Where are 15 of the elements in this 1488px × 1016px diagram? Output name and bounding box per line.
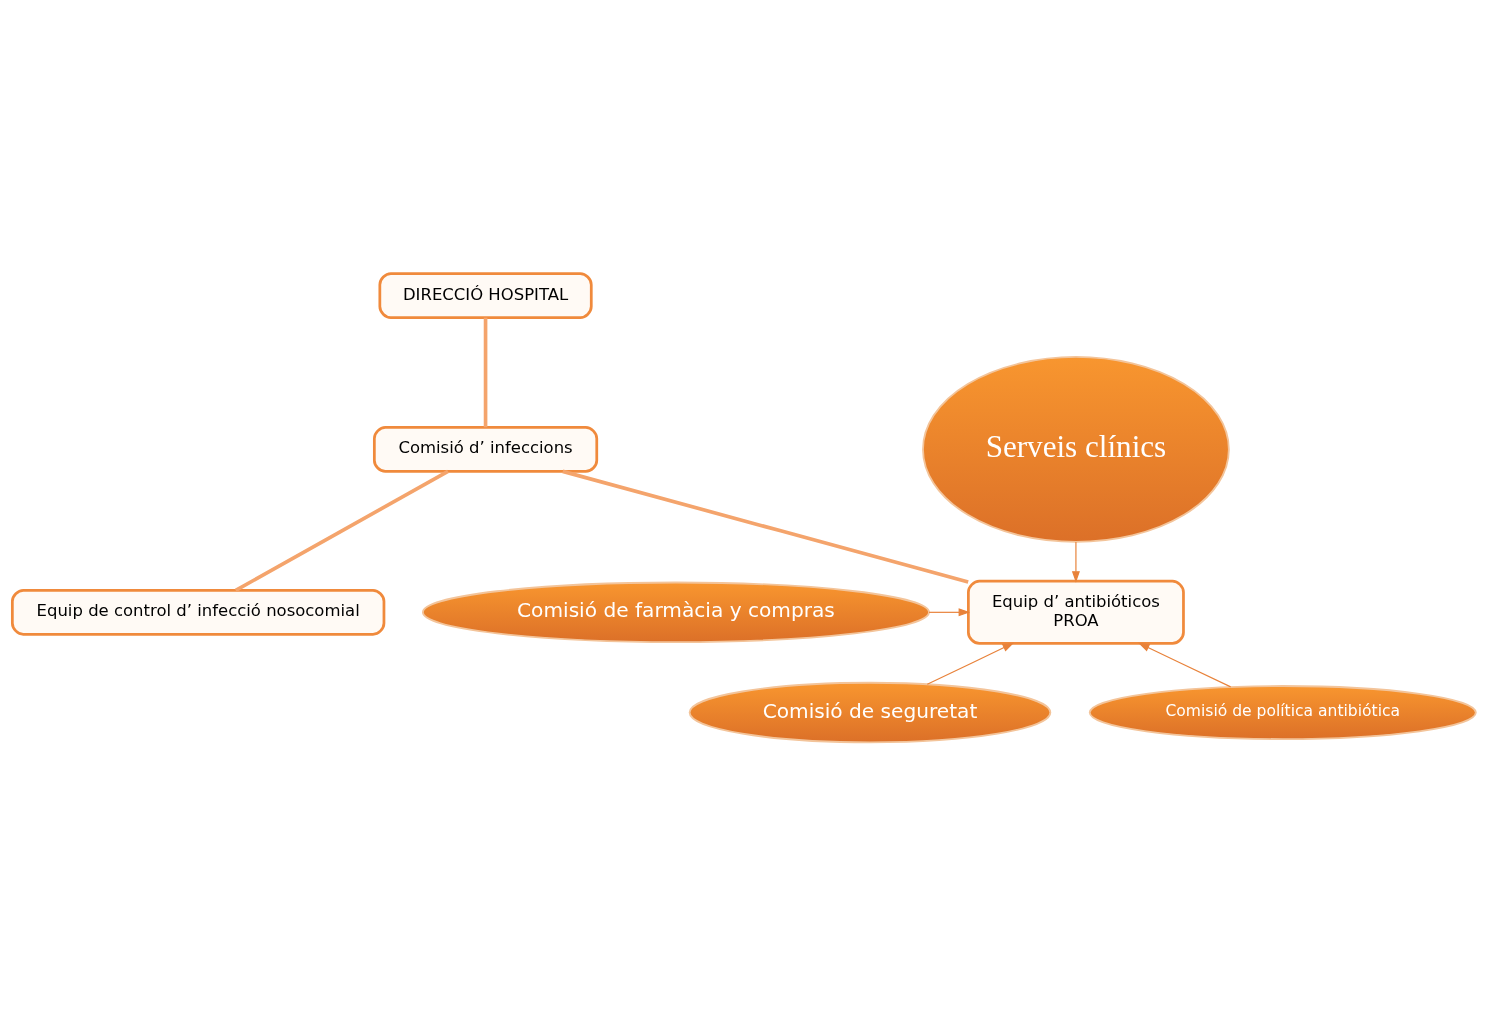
connector [562,469,969,584]
node-ellipse: Comisió de farmàcia y compras [422,581,930,644]
connector [234,469,449,592]
arrow [1138,642,1232,688]
arrow [926,642,1015,685]
arrow [928,608,971,617]
node-box: DIRECCIÓ HOSPITAL [378,272,593,319]
node-box: Comisió d’ infeccions [372,426,599,473]
node-box: Equip de control d’ infecció nosocomial [10,588,386,636]
arrow [1071,541,1080,583]
node-ellipse: Comisió de política antibiótica [1088,685,1477,740]
connector [483,317,488,428]
node-box: Equip d’ antibióticos PROA [967,579,1185,645]
node-ellipse: Comisió de seguretat [688,681,1052,744]
node-ellipse: Serveis clínics [922,356,1230,543]
